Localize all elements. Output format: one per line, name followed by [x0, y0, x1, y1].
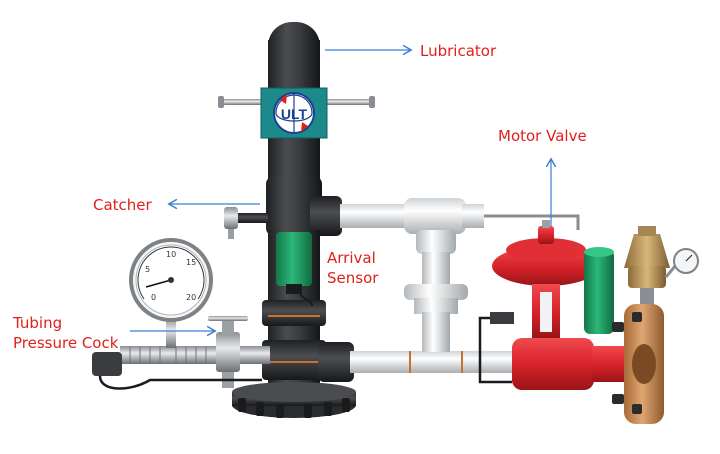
gauge-tick-label: 15 — [186, 258, 196, 267]
tubing-pressure-gauge: 0 5 10 15 20 — [129, 238, 213, 322]
logo-text: ULT — [281, 106, 308, 122]
motor-valve-label: Motor Valve — [498, 127, 587, 145]
callout-arrows — [130, 50, 551, 331]
outlet-flange — [612, 304, 664, 424]
arrival-sensor-label-line1: Arrival — [327, 249, 376, 267]
arrival-sensor — [276, 232, 313, 307]
tubing-pressure-cock-label-line2: Pressure Cock — [13, 334, 119, 352]
catcher — [224, 176, 342, 239]
gauge-tick-label: 20 — [186, 293, 196, 302]
lubricator-label: Lubricator — [420, 42, 497, 60]
lower-flow-line — [318, 342, 520, 382]
motor-valve — [478, 220, 626, 390]
pressure-regulator — [624, 226, 699, 312]
upper-flow-line — [340, 198, 580, 352]
ult-logo: ULT — [260, 87, 328, 139]
catcher-label: Catcher — [93, 196, 152, 214]
gauge-tick-label: 5 — [145, 265, 150, 274]
arrival-sensor-label-line2: Sensor — [327, 269, 379, 287]
controller-canister — [584, 247, 614, 334]
gauge-tick-label: 0 — [151, 293, 156, 302]
tubing-pressure-cock-label-line1: Tubing — [13, 314, 63, 332]
gauge-tick-label: 10 — [166, 250, 176, 259]
tubing-pressure-cock — [92, 316, 270, 390]
